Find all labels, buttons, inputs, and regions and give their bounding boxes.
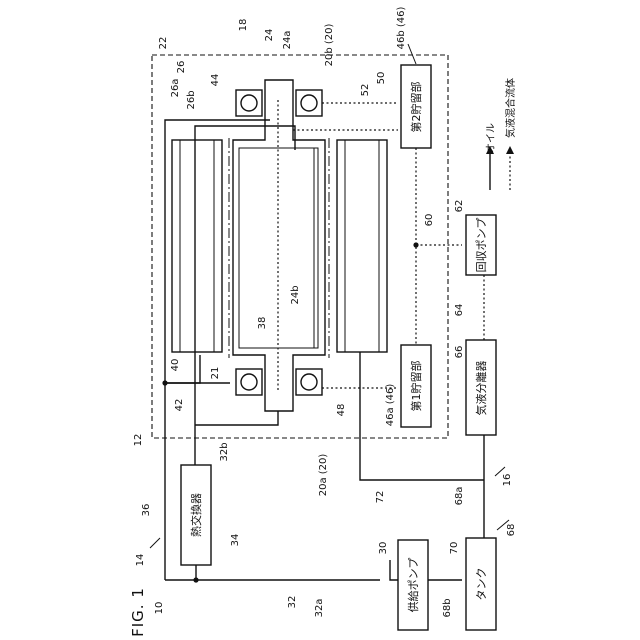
ref-36: 36 [141, 504, 152, 517]
bearing-top-left [236, 90, 262, 116]
recovery-pump-label: 回収ポンプ [475, 218, 488, 273]
ref-24b: 24b [290, 285, 301, 304]
legend-mixed-arrow [506, 146, 514, 154]
ref-24: 24 [264, 29, 275, 42]
leader-14 [150, 538, 160, 548]
ref-14: 14 [135, 554, 146, 567]
bearing-top-right [296, 90, 322, 116]
ref-20a: 20a (20) [318, 454, 329, 497]
legend-oil-label: オイル [485, 123, 497, 153]
ref-68: 68 [506, 524, 517, 537]
ref-26: 26 [176, 61, 187, 74]
ref-46b: 46b (46) [396, 7, 407, 50]
ref-50: 50 [376, 72, 387, 85]
ref-22: 22 [158, 37, 169, 50]
ref-44: 44 [210, 74, 221, 87]
ref-42: 42 [174, 399, 185, 412]
bearing-bottom-left [236, 369, 262, 395]
ref-66: 66 [454, 346, 465, 359]
reservoir-1-label: 第1貯留部 [409, 361, 423, 412]
figure-title: FIG. 1 [129, 587, 147, 637]
oil-line-bottom [195, 411, 278, 425]
ref-32: 32 [287, 596, 298, 609]
ref-10: 10 [154, 602, 165, 615]
ref-64: 64 [454, 304, 465, 317]
ref-60: 60 [424, 214, 435, 227]
legend: オイル 気液混合流体 [485, 78, 517, 190]
heat-exchanger-label: 熱交換器 [189, 493, 203, 537]
tank-label: タンク [475, 568, 488, 601]
junction-42 [162, 380, 167, 385]
separator-label: 気液分離器 [474, 361, 488, 416]
ref-68a: 68a [454, 487, 465, 506]
ref-52: 52 [360, 84, 371, 97]
ref-21: 21 [210, 367, 221, 380]
ref-68b: 68b [442, 598, 453, 617]
ref-24a: 24a [282, 31, 293, 50]
ref-70: 70 [449, 542, 460, 555]
ref-18: 18 [238, 19, 249, 32]
junction-60 [413, 242, 418, 247]
ref-72: 72 [375, 491, 386, 504]
ref-32b: 32b [219, 442, 230, 461]
feed-pump-label: 供給ポンプ [406, 558, 420, 613]
ref-12: 12 [133, 434, 144, 447]
ref-30: 30 [378, 542, 389, 555]
legend-mixed-label: 気液混合流体 [504, 78, 517, 138]
ref-34: 34 [230, 534, 241, 547]
bearing-bottom-right [296, 369, 322, 395]
reservoir-2-label: 第2貯留部 [409, 82, 423, 133]
ref-16: 16 [502, 474, 513, 487]
ref-40: 40 [170, 359, 181, 372]
ref-38: 38 [257, 317, 268, 330]
ref-32a: 32a [314, 599, 325, 618]
leader-46b [408, 44, 416, 64]
ref-62: 62 [454, 200, 465, 213]
ref-46a: 46a (46) [385, 384, 396, 427]
ref-20b: 20b (20) [324, 24, 335, 67]
ref-26a: 26a [170, 79, 181, 98]
ref-48: 48 [336, 404, 347, 417]
ref-26b: 26b [186, 90, 197, 109]
